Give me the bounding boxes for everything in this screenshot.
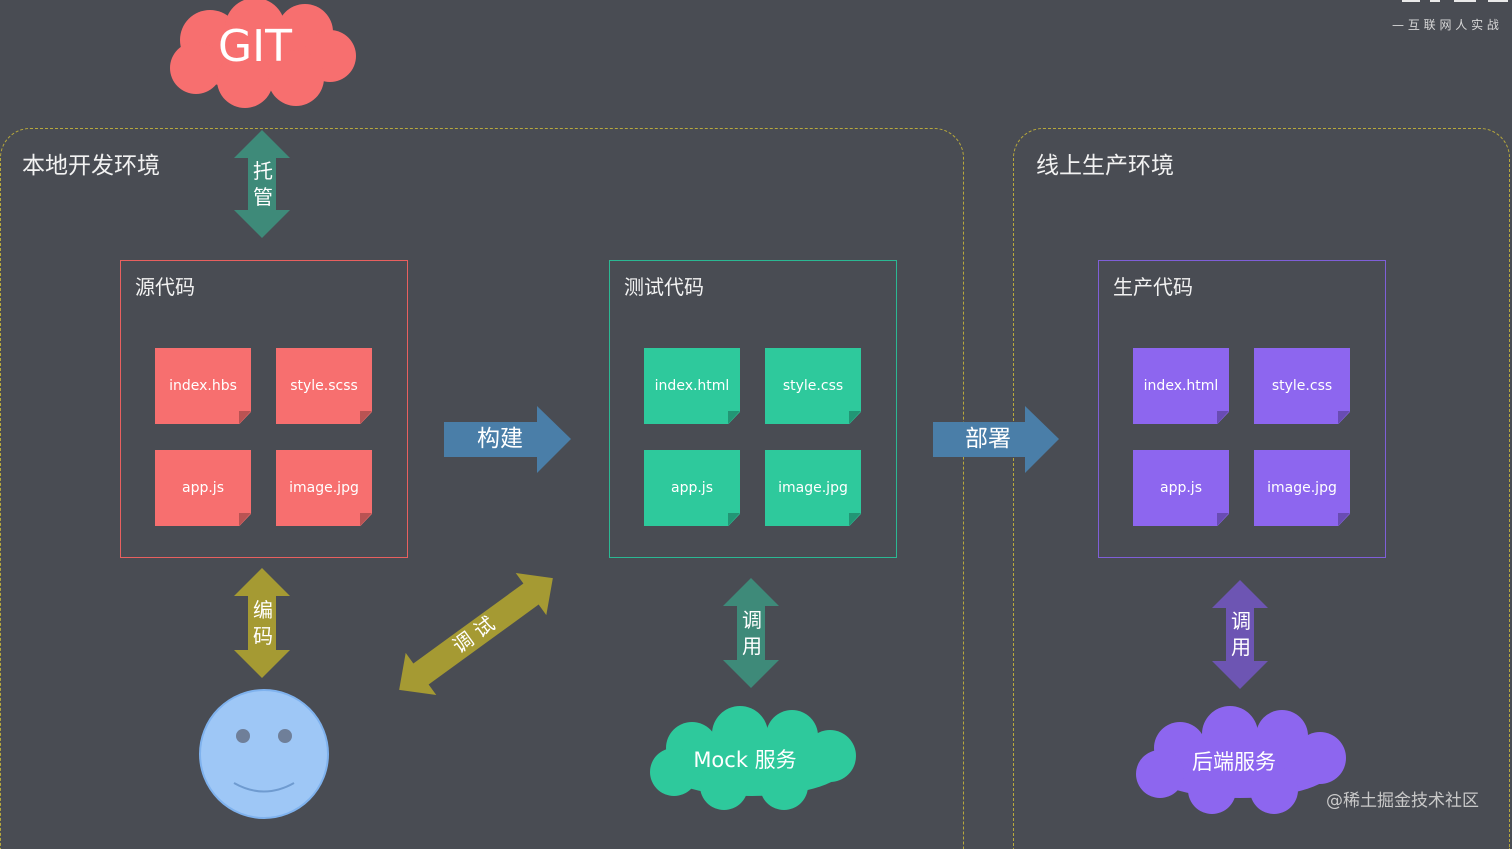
code-arrow-label: 编码 — [253, 598, 273, 648]
call-backend-arrow — [1212, 580, 1268, 689]
test-code-title: 测试代码 — [624, 275, 704, 299]
header-logo-partial — [1392, 0, 1512, 8]
file-note: image.jpg — [276, 450, 372, 526]
file-note: style.css — [1254, 348, 1350, 424]
file-note: app.js — [644, 450, 740, 526]
code-arrow — [234, 568, 290, 678]
deploy-arrow — [933, 406, 1059, 473]
file-note: app.js — [1133, 450, 1229, 526]
diagram-graphics — [170, 0, 1346, 819]
file-note: style.css — [765, 348, 861, 424]
source-code-box: 源代码 index.hbs style.scss app.js image.jp… — [120, 260, 408, 558]
build-arrow — [444, 406, 571, 473]
file-note: image.jpg — [1254, 450, 1350, 526]
call-mock-arrow — [723, 578, 779, 688]
build-arrow-label: 构建 — [477, 426, 523, 452]
mock-cloud-icon — [650, 706, 856, 810]
file-note: index.html — [1133, 348, 1229, 424]
backend-service-label: 后端服务 — [1192, 750, 1276, 774]
git-label: GIT — [218, 21, 292, 72]
file-note: image.jpg — [765, 450, 861, 526]
source-code-title: 源代码 — [135, 275, 195, 299]
deploy-arrow-label: 部署 — [965, 426, 1011, 452]
prod-code-title: 生产代码 — [1113, 275, 1193, 299]
file-note: style.scss — [276, 348, 372, 424]
test-code-box: 测试代码 index.html style.css app.js image.j… — [609, 260, 897, 558]
call-mock-arrow-label: 调用 — [742, 608, 762, 658]
host-arrow-label: 托管 — [253, 159, 273, 209]
watermark: @稀土掘金技术社区 — [1326, 791, 1479, 811]
debug-arrow — [399, 572, 553, 696]
file-note: index.hbs — [155, 348, 251, 424]
prod-code-box: 生产代码 index.html style.css app.js image.j… — [1098, 260, 1386, 558]
local-environment-frame — [0, 128, 964, 849]
backend-cloud-icon — [1136, 706, 1346, 814]
file-note: app.js — [155, 450, 251, 526]
git-cloud-icon — [170, 0, 356, 108]
local-environment-title: 本地开发环境 — [22, 153, 160, 179]
call-backend-arrow-label: 调用 — [1231, 609, 1251, 659]
file-note: index.html — [644, 348, 740, 424]
online-environment-frame — [1013, 128, 1510, 849]
header-tagline: — 互 联 网 人 实 战 — [1392, 18, 1499, 32]
host-arrow — [234, 130, 290, 238]
online-environment-title: 线上生产环境 — [1036, 153, 1174, 179]
mock-service-label: Mock 服务 — [693, 748, 797, 772]
smiley-face-icon — [199, 689, 329, 819]
